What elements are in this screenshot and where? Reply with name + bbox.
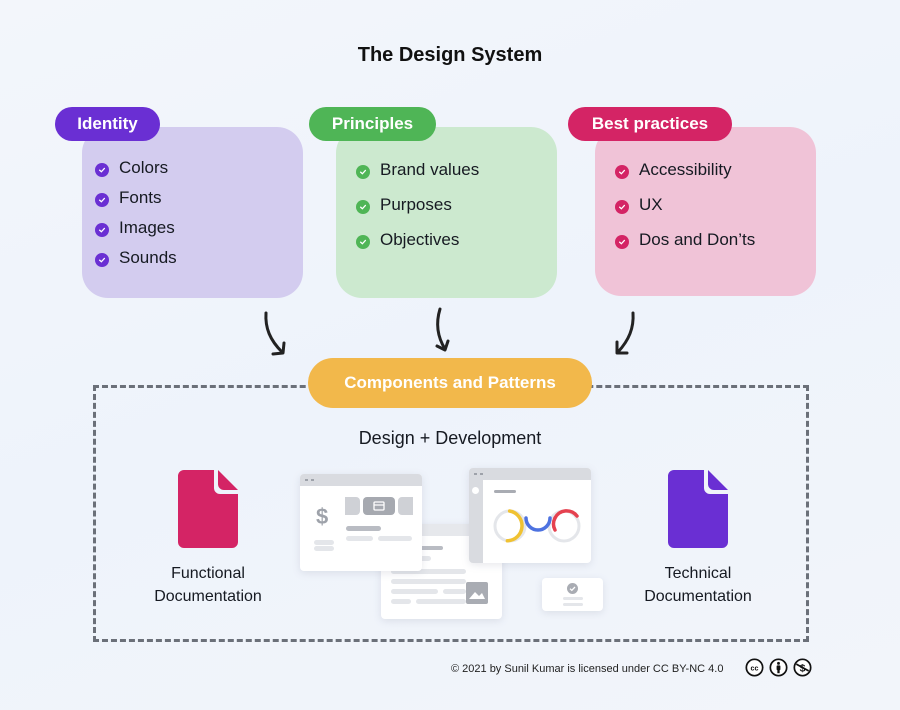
- window-titlebar: [300, 474, 422, 486]
- technical-documentation-label: Technical Documentation: [638, 562, 758, 608]
- label-line: Documentation: [154, 588, 262, 605]
- list-item-label: Purposes: [380, 195, 452, 214]
- arrow-down-left-icon: [615, 311, 635, 355]
- list-item-label: Brand values: [380, 160, 480, 179]
- list-item: Brand values: [356, 160, 479, 180]
- card-option: [345, 497, 360, 515]
- best-practices-card: [595, 127, 816, 296]
- check-icon: [95, 193, 109, 207]
- list-item-label: Accessibility: [639, 160, 732, 179]
- identity-card: [82, 127, 303, 298]
- mockup-success-card: [542, 578, 603, 611]
- principles-badge: Principles: [309, 107, 436, 141]
- check-icon: [356, 235, 370, 249]
- placeholder-line: [443, 589, 466, 594]
- identity-badge: Identity: [55, 107, 160, 141]
- document-icon: [668, 470, 728, 548]
- placeholder-line: [314, 546, 334, 551]
- check-icon: [615, 235, 629, 249]
- cc-icon: cc: [745, 658, 764, 677]
- window-titlebar: [469, 468, 591, 480]
- label-line: Documentation: [644, 588, 752, 605]
- list-item-label: Images: [119, 218, 175, 237]
- svg-text:$: $: [800, 663, 806, 674]
- image-placeholder-icon: [466, 582, 488, 604]
- list-item-label: Dos and Don’ts: [639, 230, 756, 249]
- placeholder-line: [391, 589, 438, 594]
- principles-card: [336, 127, 557, 298]
- placeholder-line: [378, 536, 412, 541]
- license-icons: cc $: [745, 658, 812, 677]
- check-icon: [615, 165, 629, 179]
- list-item: Purposes: [356, 195, 452, 215]
- placeholder-line: [346, 526, 381, 531]
- functional-documentation: Functional Documentation: [148, 470, 268, 608]
- check-circle-icon: [567, 583, 578, 594]
- check-icon: [95, 253, 109, 267]
- check-icon: [95, 163, 109, 177]
- list-item-label: UX: [639, 195, 663, 214]
- design-development-subtitle: Design + Development: [358, 428, 542, 448]
- card-option: [398, 497, 413, 515]
- svg-text:cc: cc: [751, 664, 759, 672]
- mockup-payment-window: $: [300, 474, 422, 571]
- list-item-label: Objectives: [380, 230, 460, 249]
- check-icon: [615, 200, 629, 214]
- ring-charts: [493, 509, 581, 543]
- list-item: Fonts: [95, 188, 162, 208]
- list-item-label: Sounds: [119, 248, 177, 267]
- placeholder-line: [314, 540, 334, 545]
- list-item-label: Colors: [119, 158, 169, 177]
- placeholder-line: [563, 597, 583, 600]
- label-line: Technical: [664, 565, 732, 582]
- list-item: UX: [615, 195, 663, 215]
- arrow-down-icon: [435, 307, 450, 352]
- dollar-icon: $: [316, 504, 329, 529]
- arrow-down-right-icon: [264, 311, 286, 356]
- window-sidebar: [469, 480, 483, 563]
- license-text: © 2021 by Sunil Kumar is licensed under …: [451, 663, 724, 675]
- placeholder-line: [391, 579, 466, 584]
- list-item: Sounds: [95, 248, 177, 268]
- placeholder-line: [391, 569, 466, 574]
- label-line: Functional: [171, 565, 245, 582]
- components-and-patterns-badge: Components and Patterns: [308, 358, 592, 408]
- list-item: Images: [95, 218, 175, 238]
- check-icon: [95, 223, 109, 237]
- functional-documentation-label: Functional Documentation: [148, 562, 268, 608]
- list-item: Colors: [95, 158, 168, 178]
- check-icon: [356, 200, 370, 214]
- check-icon: [356, 165, 370, 179]
- placeholder-line: [346, 536, 373, 541]
- card-option-selected: [363, 497, 395, 515]
- list-item: Dos and Don’ts: [615, 230, 755, 250]
- placeholder-line: [494, 490, 516, 493]
- list-item: Objectives: [356, 230, 459, 250]
- placeholder-line: [391, 599, 411, 604]
- document-icon: [178, 470, 238, 548]
- list-item-label: Fonts: [119, 188, 162, 207]
- best-practices-badge: Best practices: [568, 107, 732, 141]
- placeholder-line: [563, 603, 583, 606]
- technical-documentation: Technical Documentation: [638, 470, 758, 608]
- placeholder-line: [416, 599, 466, 604]
- mockup-chart-window: [469, 468, 591, 563]
- list-item: Accessibility: [615, 160, 732, 180]
- non-commercial-icon: $: [793, 658, 812, 677]
- diagram-title: The Design System: [357, 44, 543, 66]
- by-attribution-icon: [769, 658, 788, 677]
